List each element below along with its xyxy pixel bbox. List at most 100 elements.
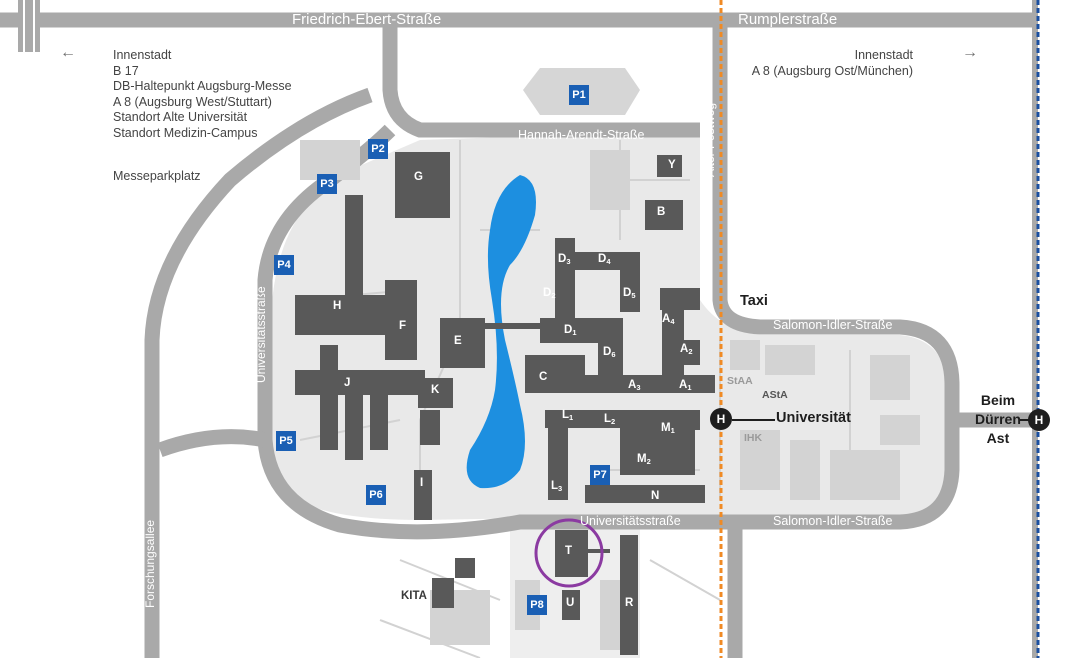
university-buildings xyxy=(295,152,715,655)
building-n[interactable]: N xyxy=(651,490,660,502)
road-label-alter-postweg: Alter Postweg xyxy=(703,102,717,177)
lake xyxy=(466,175,536,489)
road-label-universitaetsstrasse-vertical: Universitätsstraße xyxy=(254,286,268,383)
road-label-salomon-idler-top: Salomon-Idler-Straße xyxy=(773,318,893,332)
building-d4[interactable]: D4 xyxy=(598,253,610,266)
direction-line: B 17 xyxy=(113,63,139,78)
building-t[interactable]: T xyxy=(565,545,573,557)
tram-stop-beim-duerren-ast-icon[interactable]: H xyxy=(1028,409,1050,431)
building-m1-num: 1 xyxy=(670,426,675,435)
parking-p8[interactable]: P8 xyxy=(527,595,547,615)
building-j[interactable]: J xyxy=(344,377,351,389)
building-staa: StAA xyxy=(727,375,753,387)
building-kita[interactable]: KITA xyxy=(401,590,427,602)
building-m2[interactable]: M2 xyxy=(637,453,651,466)
building-l3-letter: L xyxy=(551,480,559,492)
building-a2[interactable]: A2 xyxy=(680,343,692,356)
building-k[interactable]: K xyxy=(431,384,440,396)
messeparkplatz-label: Messeparkplatz xyxy=(113,169,201,183)
stop-label-line: Dürren xyxy=(975,411,1021,427)
building-l2-letter: L xyxy=(604,413,612,425)
building-d6-num: 6 xyxy=(611,350,616,359)
building-d6[interactable]: D6 xyxy=(603,346,615,359)
building-m2-num: 2 xyxy=(646,457,651,466)
building-d3[interactable]: D3 xyxy=(558,253,570,266)
building-b[interactable]: B xyxy=(657,206,666,218)
building-l3[interactable]: L3 xyxy=(551,480,562,493)
building-y[interactable]: Y xyxy=(668,159,676,171)
building-d1-letter: D xyxy=(564,324,573,336)
building-f[interactable]: F xyxy=(399,320,407,332)
building-u[interactable]: U xyxy=(566,597,575,609)
building-a4[interactable]: A4 xyxy=(662,313,674,326)
building-e[interactable]: E xyxy=(454,335,462,347)
building-i[interactable]: I xyxy=(420,477,424,489)
building-d6-letter: D xyxy=(603,346,612,358)
building-m1-letter: M xyxy=(661,422,671,434)
building-d2[interactable]: D2 xyxy=(543,287,555,300)
building-d3-letter: D xyxy=(558,253,567,265)
direction-line: Standort Alte Universität xyxy=(113,110,248,124)
building-d1[interactable]: D1 xyxy=(564,324,576,337)
building-a3-num: 3 xyxy=(636,383,641,392)
building-a2-letter: A xyxy=(680,343,689,355)
building-l2[interactable]: L2 xyxy=(604,413,615,426)
building-r[interactable]: R xyxy=(625,597,634,609)
arrow-left-icon: ← xyxy=(60,44,76,61)
parking-p1[interactable]: P1 xyxy=(569,85,589,105)
building-l1-letter: L xyxy=(562,409,570,421)
highlight-circle xyxy=(534,518,604,588)
direction-line: A 8 (Augsburg Ost/München) xyxy=(751,63,913,78)
building-a3-letter: A xyxy=(628,379,637,391)
parking-p2[interactable]: P2 xyxy=(368,139,388,159)
parking-p6[interactable]: P6 xyxy=(366,485,386,505)
building-a2-num: 2 xyxy=(688,347,693,356)
road-label-forschungsallee: Forschungsallee xyxy=(143,519,157,608)
direction-line: Innenstadt xyxy=(113,48,172,62)
tram-stop-universitaet-icon[interactable]: H xyxy=(710,408,732,430)
road-label-universitaetsstrasse: Universitätsstraße xyxy=(580,514,681,528)
building-l1[interactable]: L1 xyxy=(562,409,573,422)
stop-label-line: Beim xyxy=(980,392,1016,408)
direction-line: Innenstadt xyxy=(854,48,913,62)
building-a3[interactable]: A3 xyxy=(628,379,640,392)
building-d5[interactable]: D5 xyxy=(623,287,635,300)
building-m1[interactable]: M1 xyxy=(661,422,675,435)
building-d5-num: 5 xyxy=(631,291,636,300)
building-g[interactable]: G xyxy=(414,171,423,183)
building-d5-letter: D xyxy=(623,287,632,299)
road-label-rumpler: Rumplerstraße xyxy=(738,11,838,28)
building-a1[interactable]: A1 xyxy=(679,379,691,392)
building-d4-num: 4 xyxy=(606,257,611,266)
directions-left: Innenstadt B 17 DB-Haltepunkt Augsburg-M… xyxy=(113,48,292,141)
building-c[interactable]: C xyxy=(539,371,548,383)
parking-p5[interactable]: P5 xyxy=(276,431,296,451)
parking-p3[interactable]: P3 xyxy=(317,174,337,194)
direction-line: DB-Haltepunkt Augsburg-Messe xyxy=(113,79,292,93)
direction-line: A 8 (Augsburg West/Stuttart) xyxy=(113,94,272,109)
road-label-friedrich-ebert: Friedrich-Ebert-Straße xyxy=(292,11,442,28)
building-l3-num: 3 xyxy=(558,484,563,493)
building-ihk: IHK xyxy=(744,432,763,444)
stop-label-line: Ast xyxy=(986,430,1010,446)
building-d1-num: 1 xyxy=(572,328,577,337)
arrow-right-icon: → xyxy=(962,44,978,61)
building-m2-letter: M xyxy=(637,453,647,465)
building-a4-letter: A xyxy=(662,313,671,325)
building-a1-num: 1 xyxy=(687,383,692,392)
road-label-hannah-arendt: Hannah-Arendt-Straße xyxy=(518,128,645,142)
taxi-label: Taxi xyxy=(740,293,768,309)
parking-p7[interactable]: P7 xyxy=(590,465,610,485)
external-buildings xyxy=(300,140,920,650)
building-asta: AStA xyxy=(762,389,788,401)
building-d2-num: 2 xyxy=(551,291,556,300)
tram-stop-universitaet-label: Universität xyxy=(776,410,851,426)
building-a1-letter: A xyxy=(679,379,688,391)
building-d4-letter: D xyxy=(598,253,607,265)
building-h[interactable]: H xyxy=(333,300,342,312)
building-l1-num: 1 xyxy=(569,413,574,422)
side-road-stub xyxy=(18,0,40,52)
parking-p4[interactable]: P4 xyxy=(274,255,294,275)
direction-line: Standort Medizin-Campus xyxy=(113,125,258,140)
